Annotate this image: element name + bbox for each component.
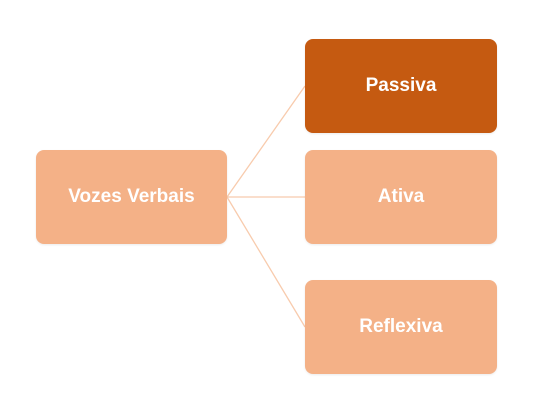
child-node-ativa: Ativa [305,150,497,244]
root-node-label: Vozes Verbais [68,186,195,207]
child-node-label: Passiva [365,75,437,96]
connector-to-passiva [226,85,306,198]
connector-to-reflexiva [226,196,306,328]
child-node-reflexiva: Reflexiva [305,280,497,374]
child-node-passiva: Passiva [305,39,497,133]
child-node-label: Reflexiva [359,316,443,337]
child-node-label: Ativa [377,186,425,207]
root-node-vozes-verbais: Vozes Verbais [36,150,227,244]
